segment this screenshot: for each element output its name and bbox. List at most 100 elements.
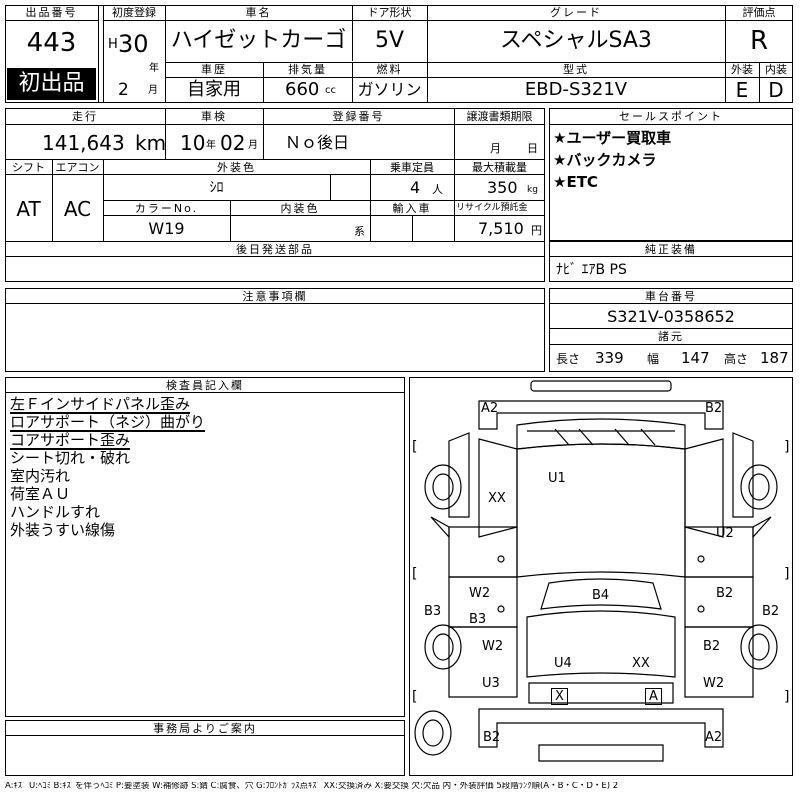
era: H — [108, 37, 118, 52]
mark-b2-mid: B2 — [716, 586, 734, 601]
interior-label: 内装 — [765, 63, 787, 76]
inspector-panel — [5, 377, 405, 717]
inspector-note-3: コアサポート歪み — [10, 431, 131, 450]
transfer-month-unit: 月 — [490, 142, 501, 155]
mark-b4: B4 — [592, 588, 610, 603]
history-label: 車歴 — [201, 63, 227, 76]
inspector-note-7: ハンドルすれ — [10, 503, 101, 521]
chassis-number: S321V-0358652 — [607, 307, 735, 326]
grade: スペシャルSA3 — [500, 28, 652, 53]
shift-label: シフト — [12, 161, 45, 174]
import-label: 輸入車 — [392, 202, 432, 215]
equipment-label: 純正装備 — [645, 243, 697, 256]
recycle-deposit: 7,510 — [478, 219, 524, 238]
mark-xx-right: XX — [632, 656, 650, 671]
mark-a-box: A — [645, 688, 662, 705]
plate-number: Ｎｏ後日 — [285, 133, 350, 152]
car-diagram — [414, 380, 778, 762]
mark-w2-b: W2 — [482, 639, 504, 654]
inspector-note-4: シート切れ・破れ — [10, 449, 131, 467]
mark-w2-c: W2 — [703, 676, 725, 691]
height-label: 高さ — [724, 352, 749, 366]
displacement: 660 — [285, 79, 320, 100]
mark-b2-low: B2 — [703, 639, 721, 654]
width-label: 幅 — [647, 352, 660, 366]
car-name: ハイゼットカーゴ — [170, 28, 347, 53]
mark-w2-a: W2 — [469, 586, 491, 601]
notice-label: 注意事項欄 — [242, 290, 308, 303]
chassis-label: 車台番号 — [645, 290, 697, 303]
bracket-left-mid: [ — [412, 566, 418, 582]
ac-label: エアコン — [55, 161, 100, 174]
door-type: 5V — [374, 28, 405, 53]
inspector-label: 検査員記入欄 — [166, 379, 244, 392]
history: 自家用 — [187, 79, 241, 100]
inspector-note-2: ロアサポート（ネジ）曲がり — [10, 413, 206, 432]
door-label: ドア形状 — [367, 6, 412, 19]
first-listing-badge: 初出品 — [7, 68, 96, 100]
transfer-day-unit: 日 — [527, 142, 538, 155]
mark-a2-front-left: A2 — [481, 401, 499, 416]
shift: AT — [16, 197, 41, 221]
load-unit: kg — [527, 185, 538, 195]
dimensions-label: 諸元 — [658, 330, 684, 343]
damage-legend: A:ｷｽﾞ U:ﾍｺﾐ B:ｷｽﾞを伴うﾍｺﾐ P:要塗装 W:補修跡 S:錆 … — [5, 782, 619, 791]
inspection-year: 10 — [180, 131, 206, 155]
length-value: 339 — [595, 349, 624, 367]
later-parts-label: 後日発送部品 — [236, 243, 314, 256]
transfer-deadline-label: 譲渡書類期限 — [466, 110, 533, 123]
inspection-label: 車検 — [201, 110, 227, 123]
height-value: 187 — [760, 349, 789, 367]
interior-color-label: 内装色 — [280, 202, 320, 215]
mileage: 141,643 — [42, 131, 125, 155]
mark-x-box: X — [551, 688, 568, 705]
exterior-color: ｼﾛ — [209, 180, 224, 196]
width-value: 147 — [681, 349, 710, 367]
color-number: W19 — [148, 219, 185, 238]
bracket-right-bottom: ] — [784, 689, 790, 705]
model-code: EBD-S321V — [524, 79, 628, 100]
lot-number: 443 — [26, 28, 77, 58]
mileage-unit: km — [135, 131, 167, 155]
score: R — [749, 26, 769, 56]
length-label: 長さ — [556, 352, 581, 366]
recycle-label: リサイクル預託金 — [456, 203, 528, 213]
interior-color-unit: 系 — [354, 225, 365, 238]
model-label: 型式 — [563, 63, 589, 76]
recycle-unit: 円 — [531, 224, 542, 237]
month-unit: 月 — [148, 85, 158, 96]
inspector-note-6: 荷室ＡＵ — [10, 485, 71, 503]
fuel-label: 燃料 — [376, 63, 403, 76]
plate-label: 登録番号 — [332, 110, 385, 123]
mark-b2-front-right: B2 — [705, 401, 723, 416]
bracket-right-mid: ] — [784, 566, 790, 582]
inspection-month: 02 — [220, 131, 246, 155]
inspector-note-1: 左Ｆインサイドパネル歪み — [10, 395, 191, 414]
sales-point-1: ★ユーザー買取車 — [553, 129, 672, 147]
sales-point-panel — [549, 108, 793, 241]
displacement-label: 排気量 — [288, 63, 327, 76]
sales-point-3: ★ETC — [553, 173, 598, 191]
mark-u1: U1 — [548, 471, 566, 486]
exterior-grade: E — [735, 78, 749, 102]
inspection-month-unit: 月 — [248, 140, 258, 151]
max-load-label: 最大積載量 — [472, 161, 527, 174]
sales-point-label: セールスポイント — [619, 110, 723, 123]
bracket-left-top: [ — [412, 439, 418, 455]
header-table — [5, 5, 793, 103]
displacement-unit: cc — [325, 85, 336, 96]
mark-b2-bottom: B2 — [483, 730, 501, 745]
car-name-label: 車名 — [245, 6, 272, 19]
capacity-unit: 人 — [432, 183, 443, 196]
mark-u3: U3 — [482, 676, 500, 691]
lot-number-label: 出品番号 — [25, 6, 78, 19]
chassis-panel — [549, 288, 793, 372]
office-label: 事務局よりご案内 — [153, 722, 257, 735]
capacity-label: 乗車定員 — [390, 161, 434, 174]
inspector-note-5: 室内汚れ — [10, 467, 71, 485]
inspection-year-unit: 年 — [206, 140, 216, 151]
sales-point-2: ★バックカメラ — [553, 151, 657, 169]
details-table — [5, 108, 545, 282]
mark-b3-b: B3 — [469, 612, 487, 627]
exterior-color-label: 外装色 — [217, 161, 256, 174]
